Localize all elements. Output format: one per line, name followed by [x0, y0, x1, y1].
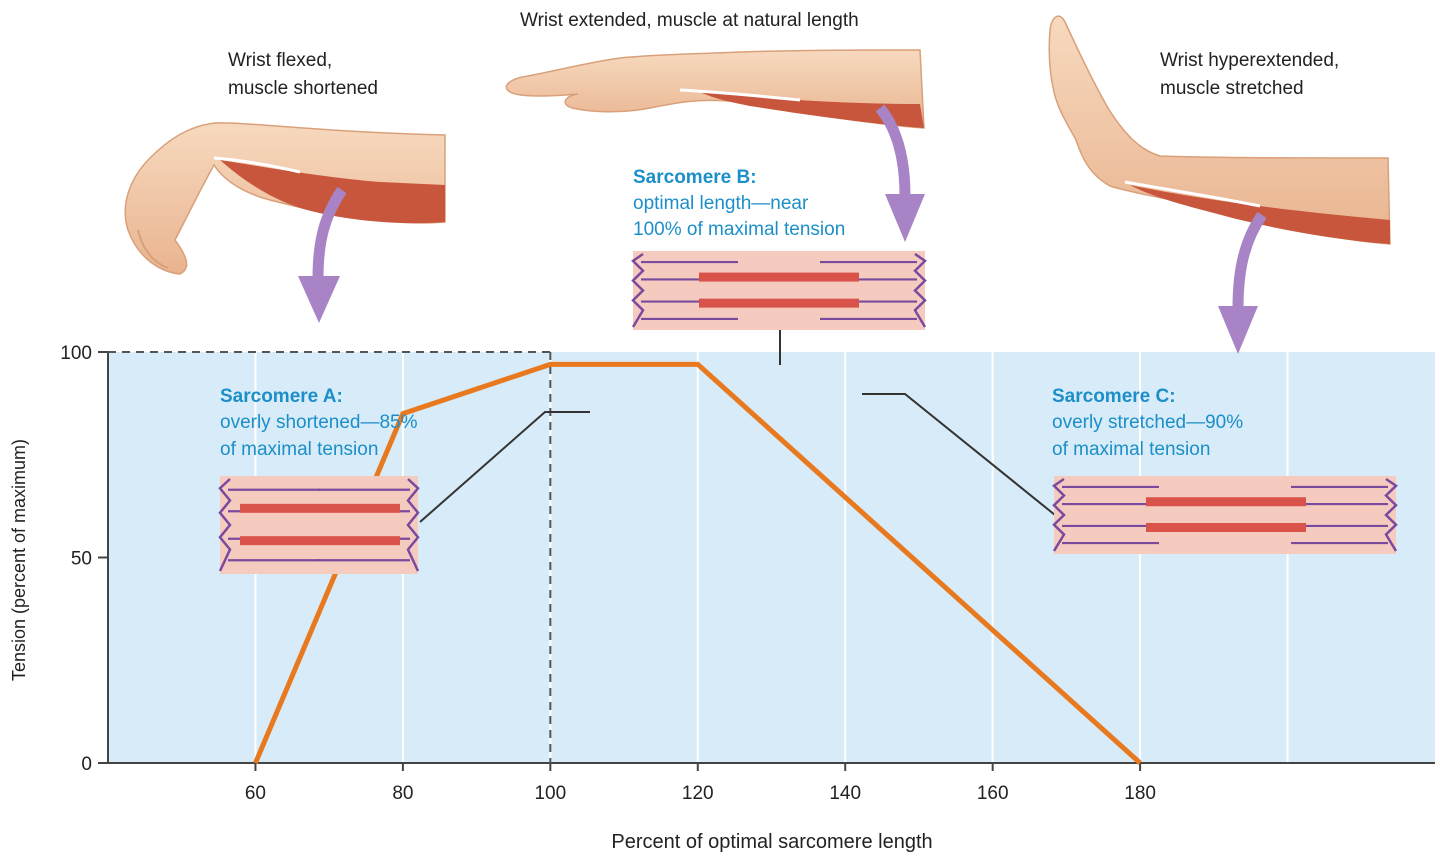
tick-labels: 60 80 100 120 140 160 180 0 50 100: [60, 343, 1156, 804]
caption-right-line1: Wrist hyperextended,: [1160, 50, 1339, 71]
annotation-c-title: Sarcomere C:: [1052, 386, 1176, 407]
caption-right-line2: muscle stretched: [1160, 78, 1304, 99]
sarcomere-a-filaments: [218, 478, 420, 572]
caption-center: Wrist extended, muscle at natural length: [520, 10, 859, 31]
arrow-right-head-icon: [1218, 306, 1258, 354]
myosin-filament: [699, 298, 859, 308]
flexed-forearm-icon: [124, 122, 446, 275]
annotation-a-line1: overly shortened—85%: [220, 412, 418, 433]
x-tick-label: 120: [682, 783, 714, 804]
sarcomere-b-filaments: [631, 252, 927, 328]
x-tick-label: 140: [829, 783, 861, 804]
leader-lines: [419, 330, 1056, 523]
caption-left-line2: muscle shortened: [228, 78, 378, 99]
y-tick-label: 50: [71, 549, 92, 570]
annotation-c-line1: overly stretched—90%: [1052, 412, 1243, 433]
z-line: [631, 252, 645, 328]
annotation-c-line2: of maximal tension: [1052, 439, 1210, 460]
x-tick-label: 100: [534, 783, 566, 804]
y-tick-label: 100: [60, 343, 92, 364]
arrow-right-icon: [1232, 211, 1267, 309]
z-line: [218, 478, 232, 572]
x-tick-label: 180: [1124, 783, 1156, 804]
z-line: [406, 478, 420, 572]
extended-forearm-icon: [505, 49, 925, 129]
x-tick-label: 80: [392, 783, 413, 804]
leader-line-c: [862, 393, 1056, 516]
annotation-a-line2: of maximal tension: [220, 439, 378, 460]
sarcomere-b-box: [633, 251, 925, 330]
reference-lines: [108, 351, 552, 763]
y-axis-title: Tension (percent of maximum): [9, 439, 29, 681]
annotation-b-title: Sarcomere B:: [633, 167, 757, 188]
myosin-filament: [699, 272, 859, 282]
myosin-filament: [1146, 522, 1306, 532]
z-line: [913, 252, 927, 328]
caption-left-line1: Wrist flexed,: [228, 50, 332, 71]
arrow-left-icon: [312, 186, 347, 279]
annotation-b: Sarcomere B: optimal length—near 100% of…: [633, 167, 845, 240]
sarcomere-diagram-a: [218, 476, 420, 574]
sarcomere-diagram-b: [631, 251, 927, 330]
z-line: [1384, 477, 1398, 552]
sarcomere-a-box: [220, 476, 418, 574]
arrow-left-head-icon: [298, 276, 340, 323]
arrow-center-icon: [875, 104, 911, 197]
sarcomere-c-box: [1054, 476, 1396, 554]
annotation-b-line2: 100% of maximal tension: [633, 219, 845, 240]
annotation-a: Sarcomere A: overly shortened—85% of max…: [220, 386, 418, 460]
annotation-c: Sarcomere C: overly stretched—90% of max…: [1052, 386, 1243, 460]
myosin-filament: [1146, 497, 1306, 507]
sarcomere-diagram-c: [1052, 476, 1398, 554]
myosin-filament: [240, 536, 400, 546]
sarcomere-c-filaments: [1052, 477, 1398, 552]
arrow-center-head-icon: [885, 194, 925, 242]
leader-line-a: [419, 411, 590, 523]
annotation-a-title: Sarcomere A:: [220, 386, 343, 407]
x-tick-label: 160: [977, 783, 1009, 804]
arrow-icons: [298, 104, 1267, 354]
myosin-filament: [240, 503, 400, 513]
x-axis-title: Percent of optimal sarcomere length: [611, 831, 932, 853]
z-line: [1052, 477, 1066, 552]
y-tick-label: 0: [81, 754, 92, 775]
x-tick-label: 60: [245, 783, 266, 804]
annotation-b-line1: optimal length—near: [633, 193, 809, 214]
